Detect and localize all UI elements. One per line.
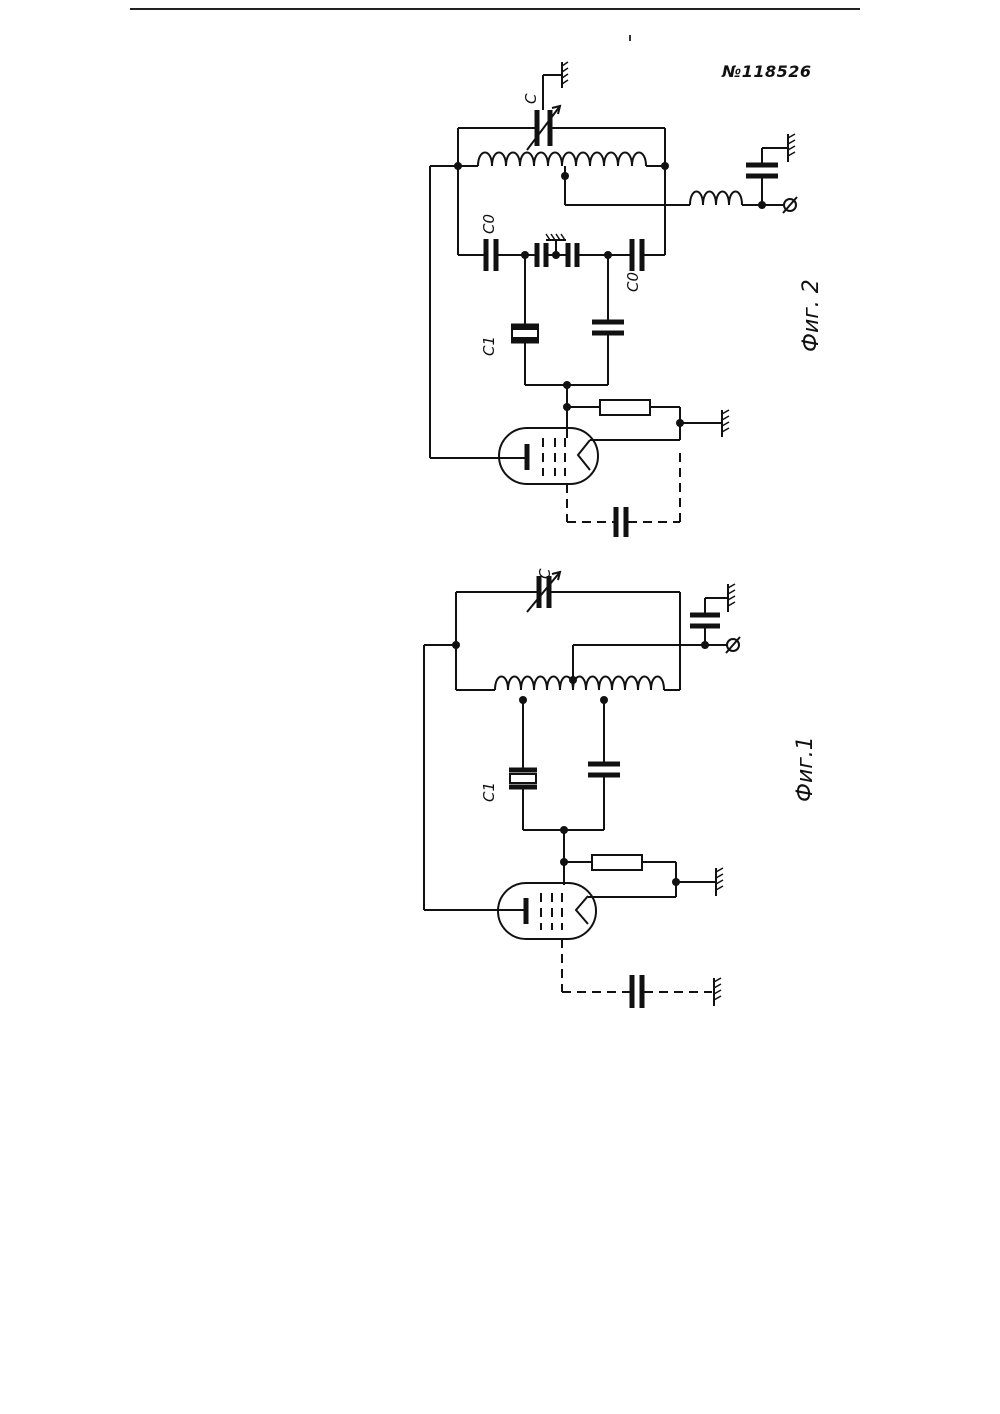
fig2-output-choke-coil bbox=[690, 192, 742, 206]
fig2-label-c: C bbox=[522, 93, 540, 104]
fig1-ground-output-icon bbox=[728, 584, 735, 612]
fig2-label-c0-top: C0 bbox=[480, 214, 498, 234]
fig2-ground-output-icon bbox=[788, 134, 795, 162]
fig2-vacuum-tube bbox=[499, 428, 598, 484]
fig2-tank-inductor-coil bbox=[478, 153, 646, 167]
fig1-label-c: C bbox=[536, 568, 554, 579]
fig2-label-c0-bottom: C0 bbox=[624, 272, 642, 292]
figure-2-schematic: C bbox=[430, 62, 824, 537]
fig1-ground-dashed-icon bbox=[714, 978, 721, 1006]
fig2-ground-top-icon bbox=[562, 62, 568, 88]
fig2-label-c1: C1 bbox=[480, 336, 498, 356]
fig1-grid-resistor bbox=[592, 855, 642, 870]
fig1-tank-inductor-coil bbox=[495, 677, 664, 691]
fig2-ground-chain-icon bbox=[546, 234, 566, 240]
fig2-grid-resistor bbox=[600, 400, 650, 415]
figure-1-schematic: C bbox=[424, 568, 818, 1008]
fig1-caption: Фиг.1 bbox=[793, 736, 818, 802]
fig2-caption: Фиг. 2 bbox=[799, 279, 824, 352]
fig2-ground-cathode-icon bbox=[722, 410, 729, 437]
fig1-ground-cathode-icon bbox=[716, 868, 723, 896]
fig1-label-c1: C1 bbox=[480, 782, 498, 802]
